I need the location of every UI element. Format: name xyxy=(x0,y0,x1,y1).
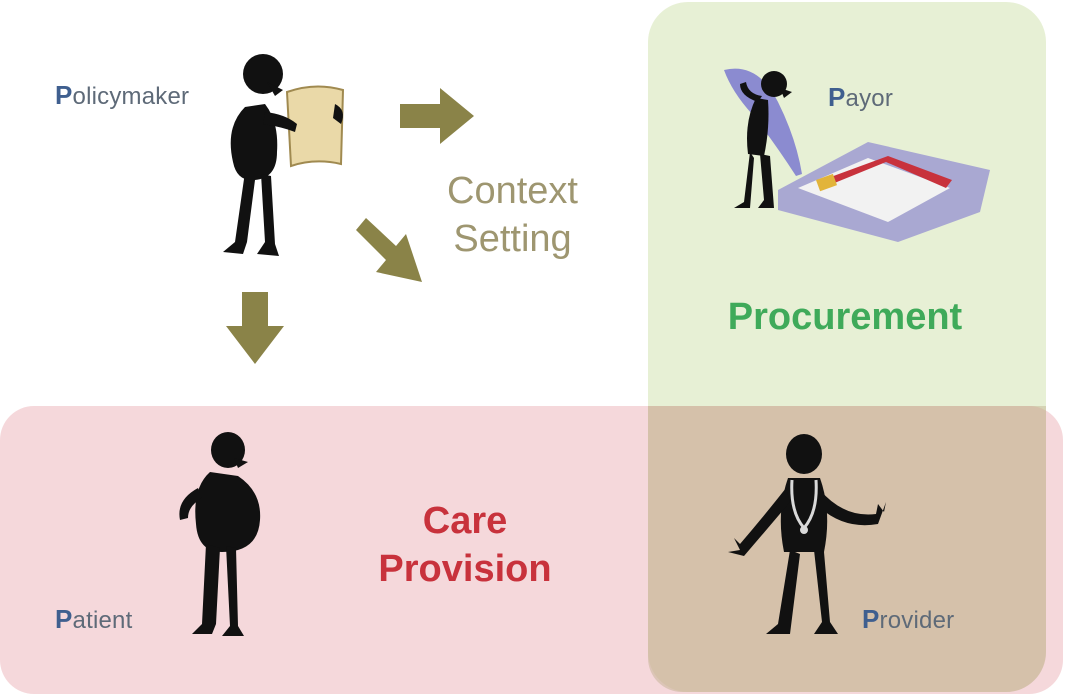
procurement-region xyxy=(648,2,1046,692)
arrow-down xyxy=(226,292,284,364)
overlap-region xyxy=(648,406,1046,692)
provider-label: Provider xyxy=(862,604,955,634)
arrow-down-right xyxy=(356,218,422,282)
payor-figure xyxy=(718,62,998,242)
policymaker-label: Policymaker xyxy=(55,80,190,110)
care-provision-region xyxy=(0,406,1063,694)
provider-figure xyxy=(720,432,890,642)
care-provision-label: Care Provision xyxy=(378,500,552,590)
patient-figure xyxy=(168,428,278,643)
procurement-label: Procurement xyxy=(727,296,963,338)
document-scroll-icon xyxy=(285,85,345,168)
context-setting-label: Context Setting xyxy=(447,170,578,260)
credit-card-icon xyxy=(778,142,990,242)
payor-label: Payor xyxy=(828,82,894,112)
patient-label: Patient xyxy=(55,604,133,634)
policymaker-figure xyxy=(215,52,355,267)
arrow-right xyxy=(400,88,474,144)
